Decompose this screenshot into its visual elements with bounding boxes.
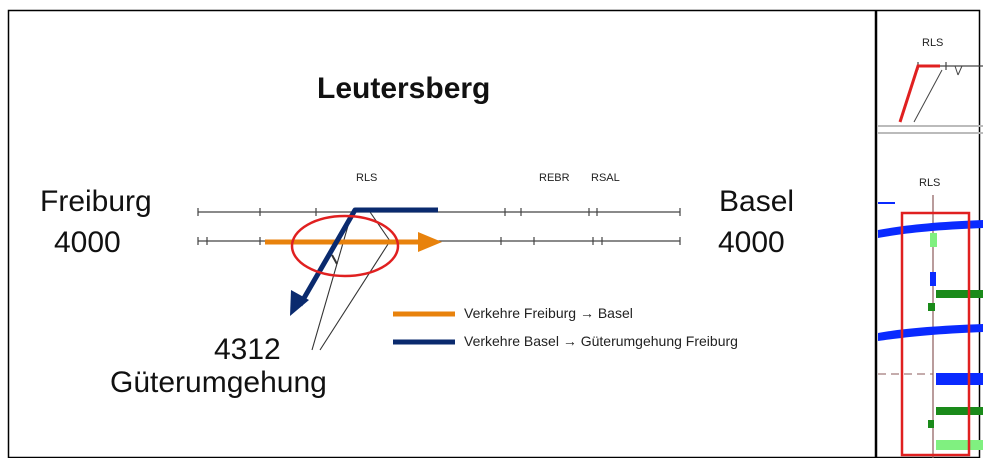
track-diagram xyxy=(197,207,681,351)
legend-item-basel-gueterumgehung: Verkehre Basel → Güterumgehung Freiburg xyxy=(464,333,738,349)
orange-arrowhead xyxy=(418,232,442,252)
right-panel-station-mid: RLS xyxy=(919,177,941,189)
highlight-box xyxy=(900,211,971,457)
station-label-rebr: REBR xyxy=(539,172,570,184)
right-panel xyxy=(877,62,983,458)
branch-code-label: 4312 xyxy=(214,333,281,366)
right-panel-station-top: RLS xyxy=(922,37,944,49)
navy-arrowhead xyxy=(290,290,309,316)
station-label-rls: RLS xyxy=(356,172,378,184)
diagram-title: Leutersberg xyxy=(317,72,491,105)
navy-route xyxy=(297,207,438,307)
right-city-label: Basel xyxy=(719,185,795,218)
left-code-label: 4000 xyxy=(54,226,121,259)
left-city-label: Freiburg xyxy=(40,185,152,218)
highlight-circle xyxy=(290,214,400,278)
legend-item-freiburg-basel: Verkehre Freiburg → Basel xyxy=(464,305,633,321)
right-code-label: 4000 xyxy=(718,226,785,259)
station-label-rsal: RSAL xyxy=(591,172,620,184)
branch-name-label: Güterumgehung xyxy=(110,366,327,399)
